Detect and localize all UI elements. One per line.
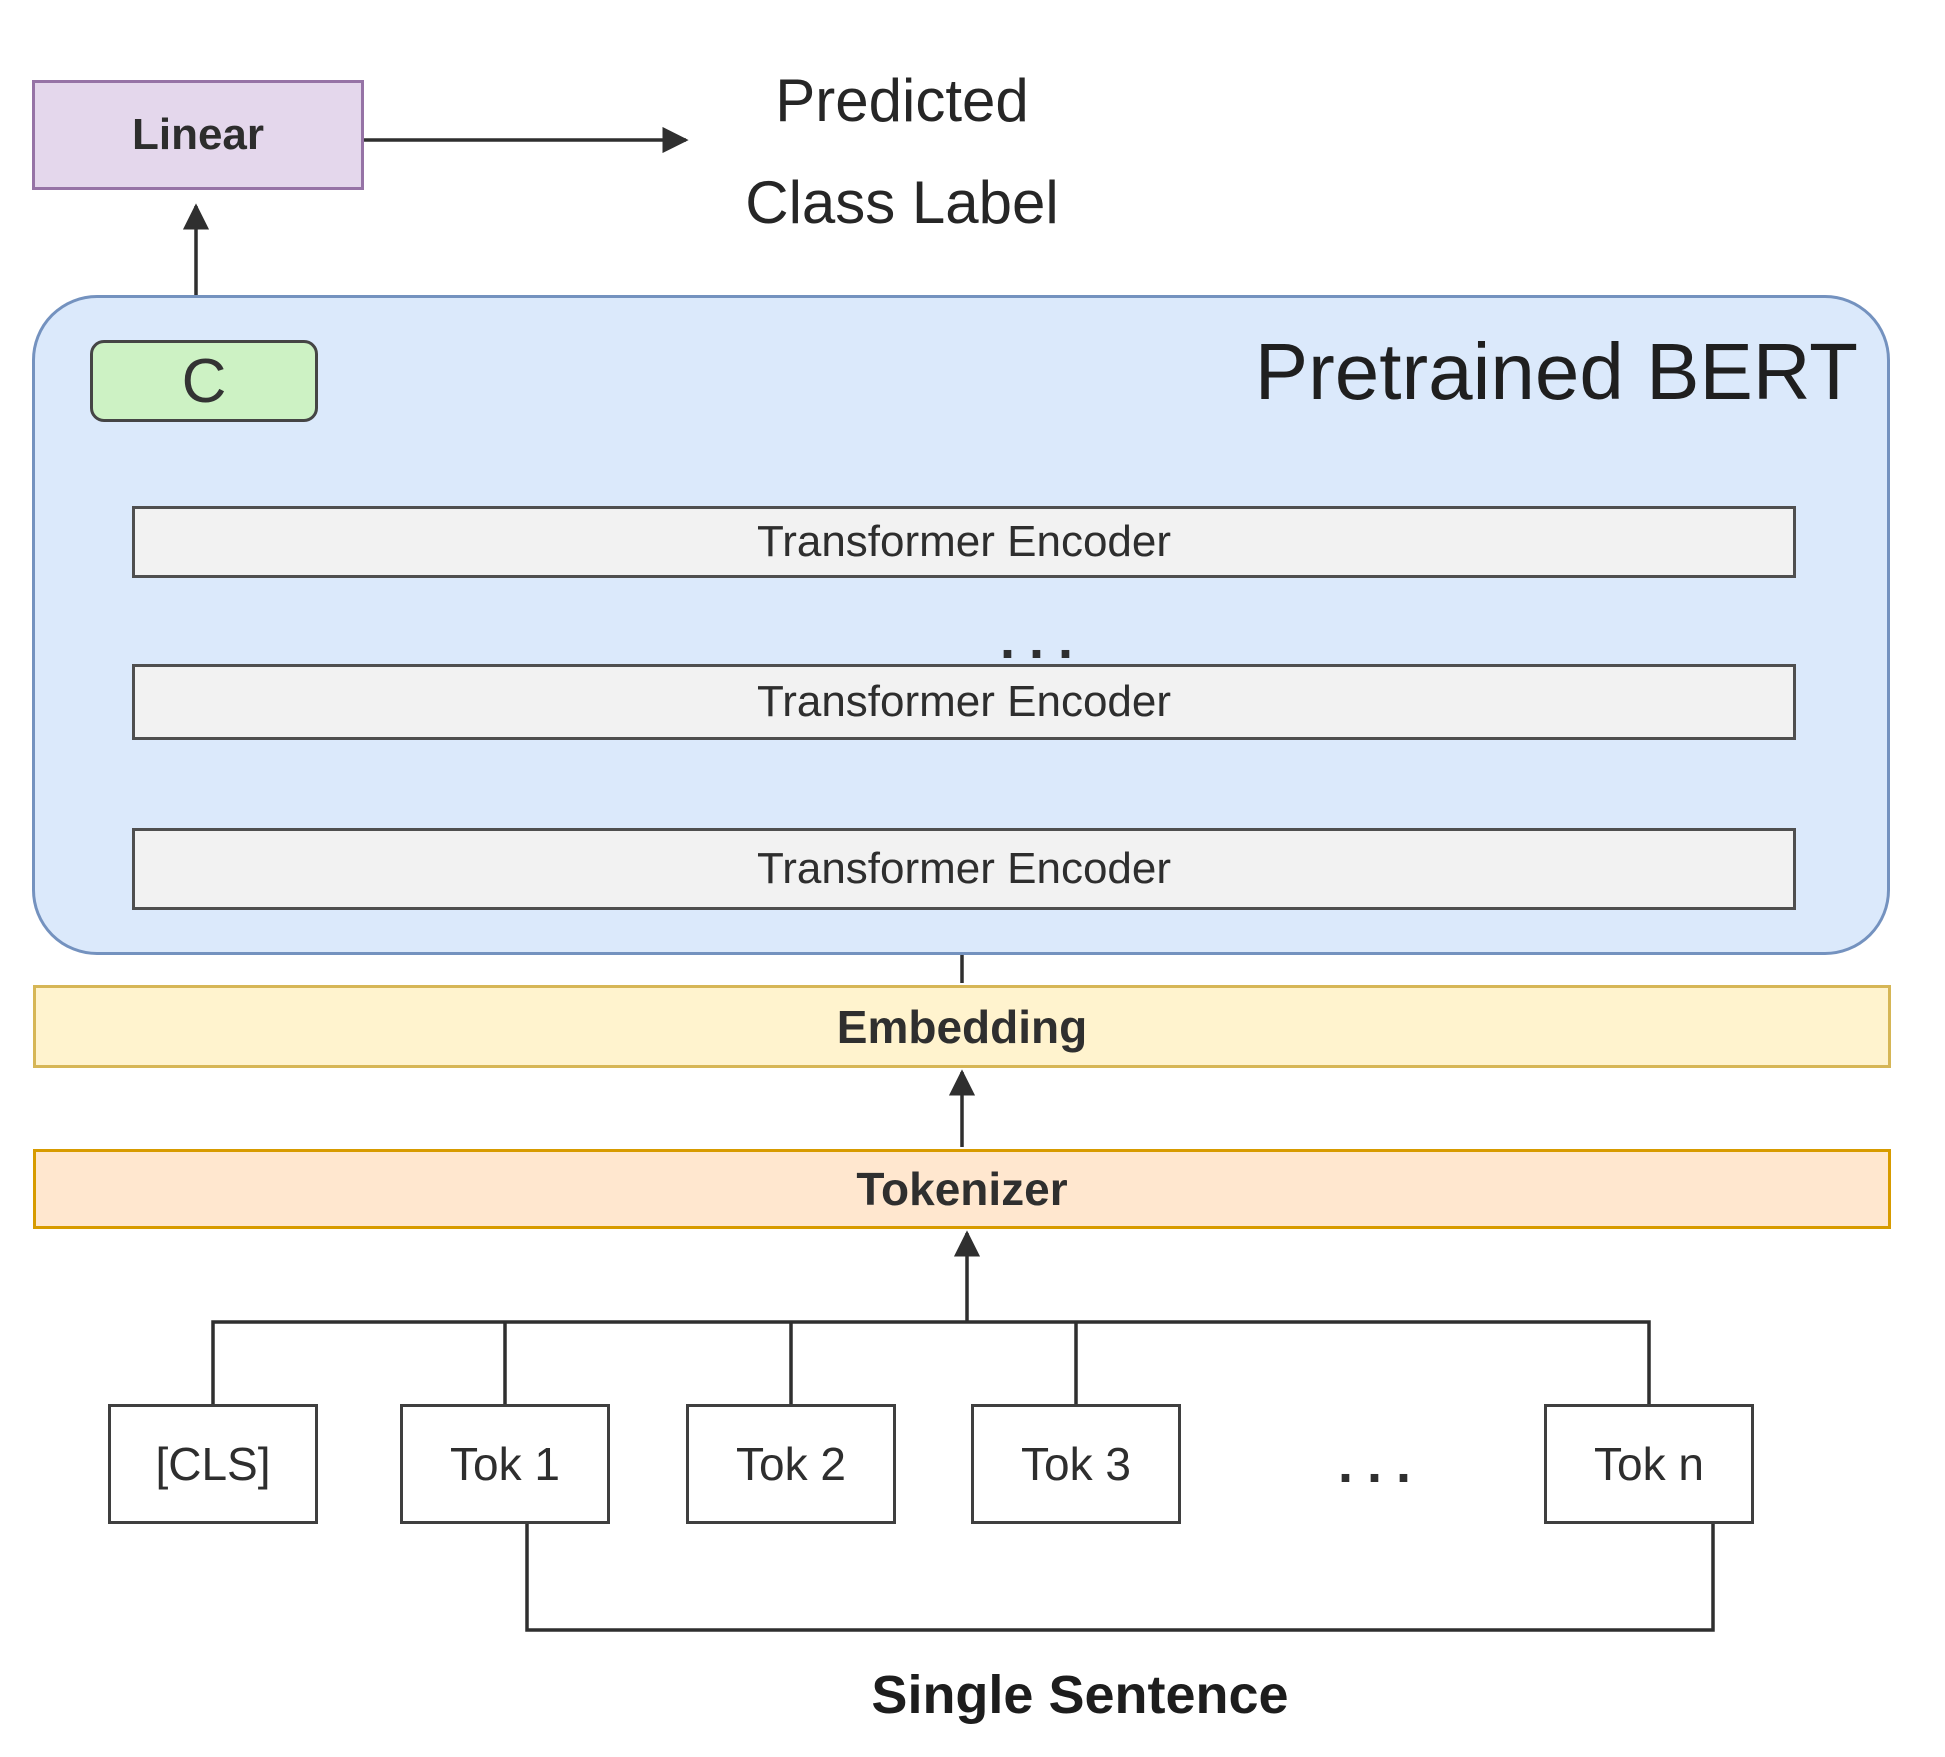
tokenizer-label: Tokenizer bbox=[856, 1163, 1068, 1215]
predicted-line1: Predicted bbox=[775, 67, 1029, 134]
transformer-encoder-1-label: Transformer Encoder bbox=[756, 517, 1172, 566]
tokenizer-bar: Tokenizer bbox=[33, 1149, 1891, 1229]
token-bus-line bbox=[211, 1320, 1651, 1404]
predicted-line2: Class Label bbox=[745, 169, 1059, 236]
token-label-tokn: Tok n bbox=[1594, 1438, 1704, 1490]
single-sentence-caption: Single Sentence bbox=[871, 1665, 1289, 1725]
transformer-encoder-3: Transformer Encoder bbox=[132, 828, 1796, 910]
token-label-tok1: Tok 1 bbox=[450, 1438, 560, 1490]
transformer-encoder-2: Transformer Encoder bbox=[132, 664, 1796, 740]
transformer-encoder-3-label: Transformer Encoder bbox=[756, 844, 1172, 893]
pretrained-bert-title: Pretrained BERT bbox=[1254, 327, 1858, 416]
c-token-box: C bbox=[90, 340, 318, 422]
token-label-tok3: Tok 3 bbox=[1021, 1438, 1131, 1490]
token-box-tok1: Tok 1 bbox=[400, 1404, 610, 1524]
transformer-encoder-1: Transformer Encoder bbox=[132, 506, 1796, 578]
predicted-class-label: Predicted Class Label bbox=[602, 50, 1202, 254]
token-box-cls: [CLS] bbox=[108, 1404, 318, 1524]
token-box-tokn: Tok n bbox=[1544, 1404, 1754, 1524]
linear-label: Linear bbox=[131, 110, 265, 159]
linear-box: Linear bbox=[32, 80, 364, 190]
token-box-tok2: Tok 2 bbox=[686, 1404, 896, 1524]
embedding-bar: Embedding bbox=[33, 985, 1891, 1068]
c-token-label: C bbox=[181, 346, 227, 416]
single-sentence-bracket bbox=[525, 1524, 1715, 1632]
token-box-tok3: Tok 3 bbox=[971, 1404, 1181, 1524]
transformer-encoder-2-label: Transformer Encoder bbox=[756, 677, 1172, 726]
token-label-cls: [CLS] bbox=[155, 1438, 271, 1490]
token-label-tok2: Tok 2 bbox=[736, 1438, 846, 1490]
embedding-label: Embedding bbox=[836, 1000, 1088, 1053]
